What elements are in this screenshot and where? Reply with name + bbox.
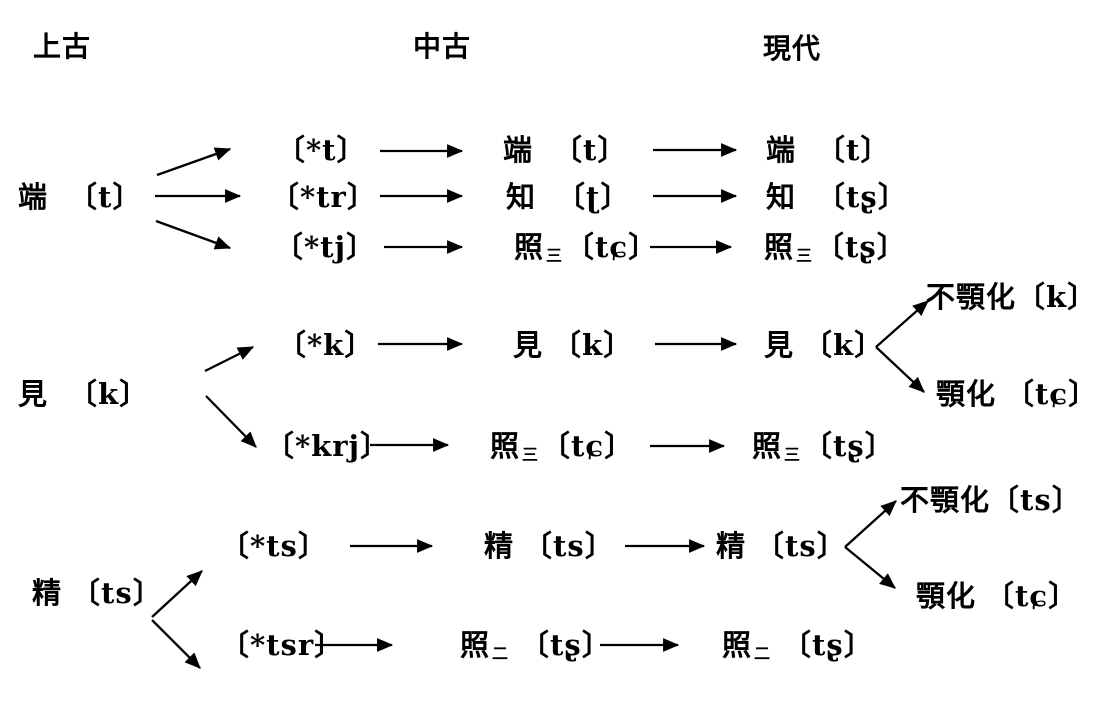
- ipa-value: 〔ts〕: [523, 529, 615, 563]
- ipa-value: 〔tʂ〕: [815, 230, 907, 264]
- division-subscript: 三: [796, 246, 814, 265]
- division-subscript: 三: [784, 445, 802, 464]
- source-form-jian: 見〔k〕: [18, 377, 149, 411]
- syllable-class-char: 見: [764, 328, 795, 362]
- ipa-value: 〔tɕ〕: [541, 429, 635, 463]
- outcome-label: 顎化: [936, 377, 997, 411]
- syllable-class-char: 見: [18, 377, 49, 411]
- arrow: [151, 619, 201, 669]
- ipa-value: 〔tʂ〕: [803, 429, 895, 463]
- modern-form: 照二〔tʂ〕: [722, 628, 874, 671]
- division-subscript: 二: [492, 644, 510, 663]
- reconstruction-label: 〔*tj〕: [274, 230, 377, 264]
- middle-chinese-form: 照三〔tɕ〕: [514, 230, 658, 273]
- arrow: [156, 147, 232, 177]
- ipa-value: 〔tʂ〕: [816, 180, 908, 214]
- modern-form: 知〔tʂ〕: [766, 180, 908, 214]
- arrow: [205, 395, 257, 448]
- syllable-class-char: 照: [752, 429, 783, 463]
- ipa-value: 〔k〕: [803, 328, 885, 362]
- ipa-value: 〔ts〕: [71, 576, 163, 610]
- syllable-class-char: 精: [32, 576, 63, 610]
- syllable-class-char: 精: [716, 529, 747, 563]
- arrow: [875, 346, 925, 393]
- ipa-value: 〔tʂ〕: [520, 628, 612, 662]
- middle-chinese-form: 照三〔tɕ〕: [490, 429, 634, 472]
- middle-chinese-form: 精〔ts〕: [484, 529, 615, 563]
- ipa-value: 〔tʂ〕: [782, 628, 874, 662]
- outcome-unpalatalized: 不顎化〔ts〕: [900, 483, 1082, 517]
- syllable-class-char: 照: [514, 230, 545, 264]
- division-subscript: 三: [522, 445, 540, 464]
- ipa-value: 〔t〕: [816, 133, 891, 167]
- outcome-label: 不顎化: [900, 483, 991, 517]
- ipa-value: 〔tɕ〕: [985, 579, 1079, 613]
- column-header-middle-chinese: 中古: [413, 30, 472, 63]
- syllable-class-char: 知: [506, 180, 537, 214]
- reconstruction-label: 〔*tsr〕: [220, 628, 345, 662]
- outcome-palatalized: 顎化〔tɕ〕: [916, 579, 1078, 613]
- division-subscript: 三: [546, 246, 564, 265]
- middle-chinese-form: 端〔t〕: [503, 133, 627, 167]
- ipa-value: 〔k〕: [1016, 280, 1098, 314]
- column-header-modern: 現代: [763, 32, 822, 65]
- syllable-class-char: 知: [766, 180, 797, 214]
- syllable-class-char: 見: [513, 328, 544, 362]
- ipa-value: 〔k〕: [68, 377, 150, 411]
- outcome-palatalized: 顎化〔tɕ〕: [936, 377, 1098, 411]
- ipa-value: 〔ʈ〕: [556, 180, 631, 214]
- ipa-value: 〔tɕ〕: [1005, 377, 1099, 411]
- outcome-label: 顎化: [916, 579, 977, 613]
- reconstruction-label: 〔*tr〕: [270, 180, 377, 214]
- arrow: [155, 219, 232, 250]
- reconstruction-label: 〔*ts〕: [220, 529, 328, 563]
- outcome-label: 不顎化: [926, 280, 1017, 314]
- modern-form: 見〔k〕: [764, 328, 884, 362]
- middle-chinese-form: 知〔ʈ〕: [506, 180, 630, 214]
- modern-form: 端〔t〕: [766, 133, 890, 167]
- syllable-class-char: 照: [490, 429, 521, 463]
- syllable-class-char: 照: [764, 230, 795, 264]
- syllable-class-char: 端: [18, 180, 49, 214]
- arrow: [844, 546, 896, 589]
- division-subscript: 二: [754, 644, 772, 663]
- reconstruction-label: 〔*k〕: [277, 328, 375, 362]
- outcome-unpalatalized: 不顎化〔k〕: [926, 280, 1097, 314]
- syllable-class-char: 端: [766, 133, 797, 167]
- ipa-value: 〔t〕: [553, 133, 628, 167]
- arrow: [875, 300, 929, 348]
- modern-form: 精〔ts〕: [716, 529, 847, 563]
- syllable-class-char: 端: [503, 133, 534, 167]
- syllable-class-char: 照: [722, 628, 753, 662]
- ipa-value: 〔ts〕: [755, 529, 847, 563]
- middle-chinese-form: 見〔k〕: [513, 328, 633, 362]
- ipa-value: 〔t〕: [68, 180, 143, 214]
- reconstruction-label: 〔*krj〕: [265, 429, 391, 463]
- ipa-value: 〔k〕: [552, 328, 634, 362]
- ipa-value: 〔tɕ〕: [565, 230, 659, 264]
- middle-chinese-form: 照二〔tʂ〕: [460, 628, 612, 671]
- ipa-value: 〔ts〕: [990, 483, 1082, 517]
- arrow: [844, 500, 897, 548]
- column-header-old-chinese: 上古: [33, 30, 92, 63]
- modern-form: 照三〔tʂ〕: [764, 230, 907, 273]
- syllable-class-char: 精: [484, 529, 515, 563]
- arrow: [151, 570, 203, 618]
- modern-form: 照三〔tʂ〕: [752, 429, 895, 472]
- source-form-jing: 精〔ts〕: [32, 576, 163, 610]
- syllable-class-char: 照: [460, 628, 491, 662]
- reconstruction-label: 〔*t〕: [276, 133, 367, 167]
- source-form-duan: 端〔t〕: [18, 180, 142, 214]
- arrow: [204, 345, 255, 373]
